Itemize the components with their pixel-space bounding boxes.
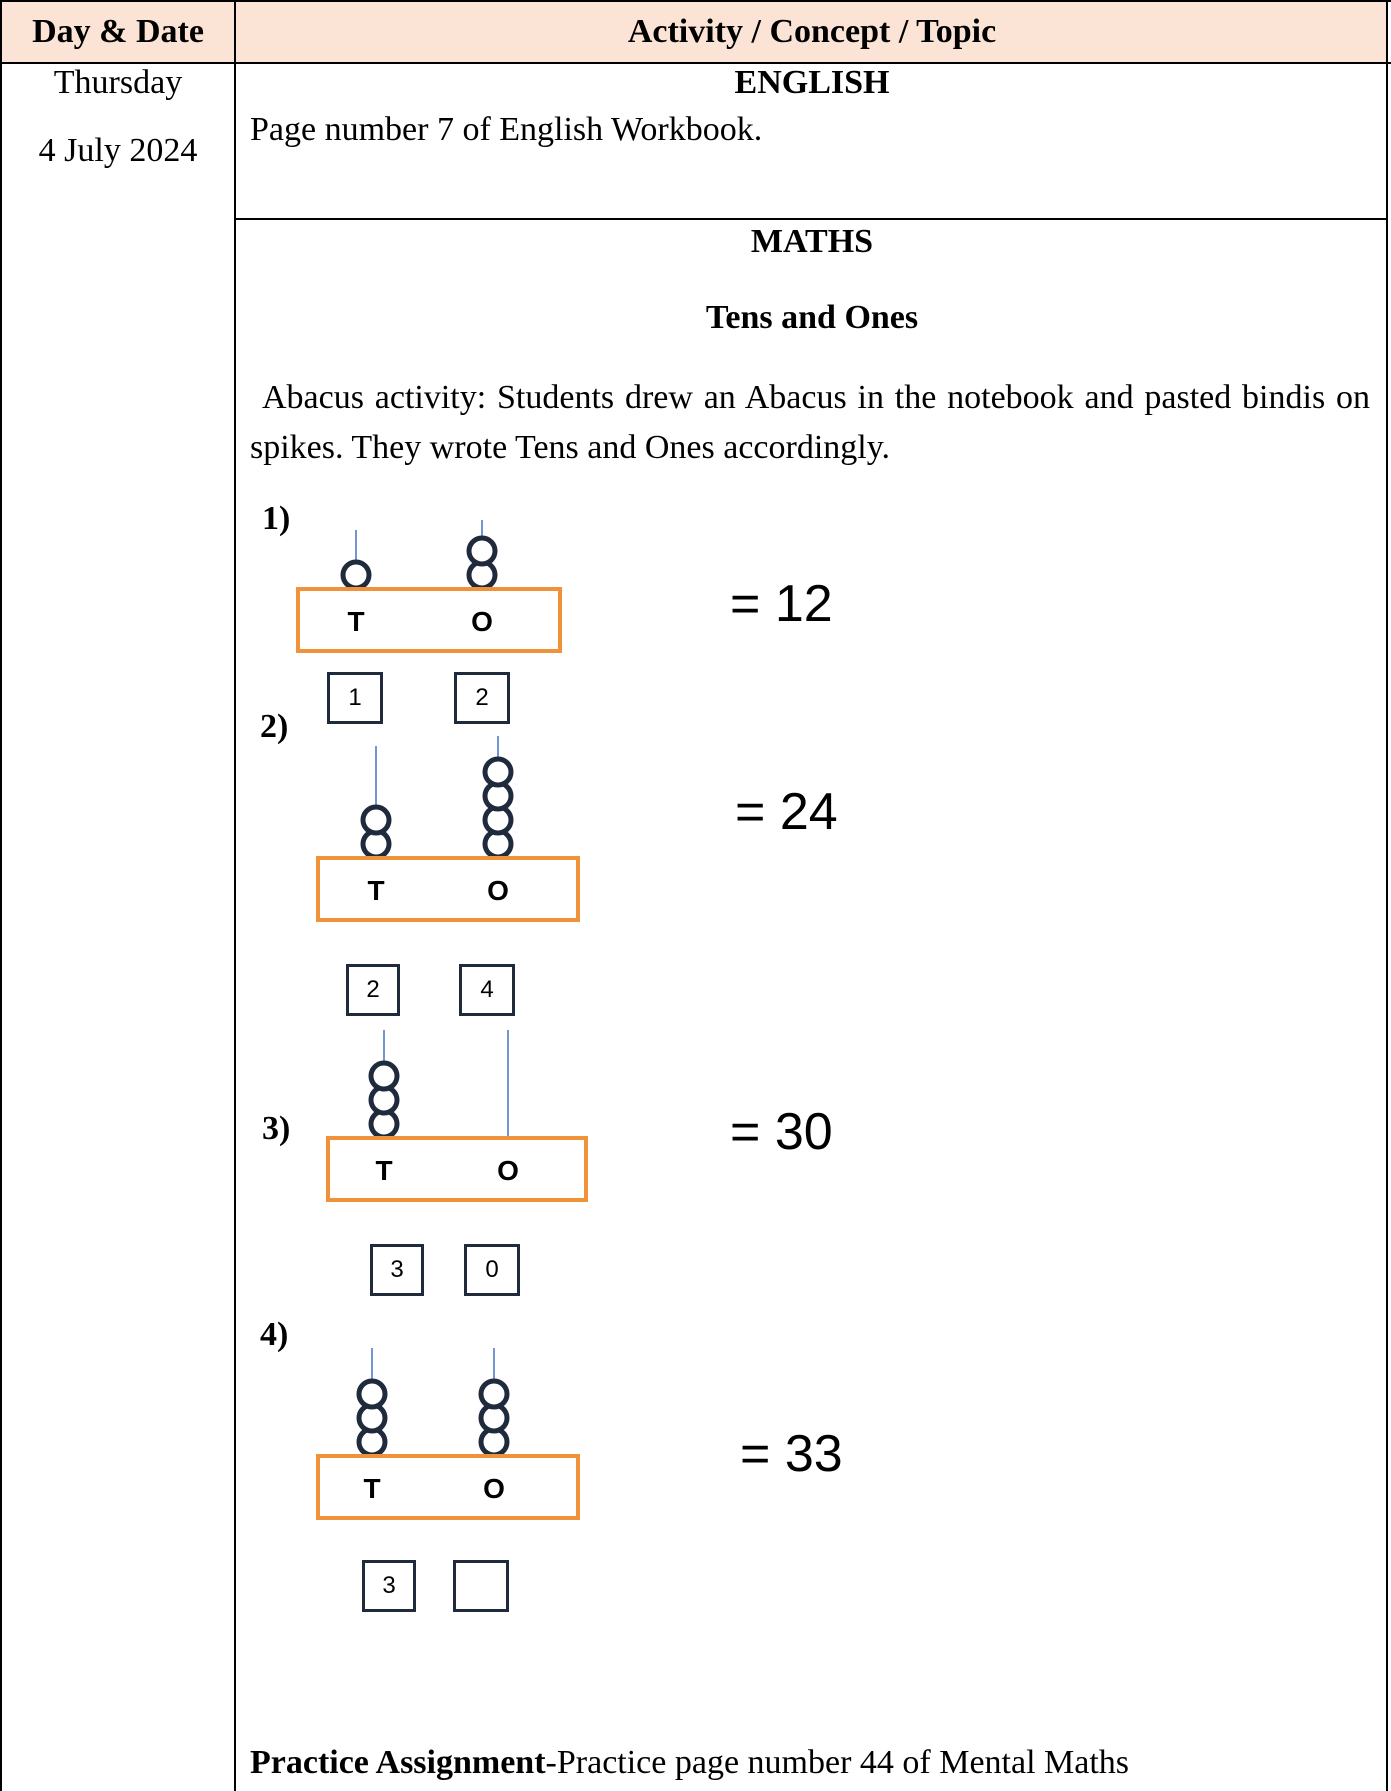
item-4-tens-bead [359, 1381, 385, 1407]
item-1-ones-bead [469, 538, 495, 564]
item-4-ones-label: O [483, 1473, 505, 1504]
item-2-ones-bead [485, 759, 511, 785]
item-1-abacus-frame [298, 589, 560, 651]
practice-assignment-label: Practice Assignment [250, 1744, 546, 1781]
item-3-abacus-frame [328, 1138, 586, 1200]
item-3-ones-label: O [497, 1155, 519, 1186]
item-3-tens-label: T [375, 1155, 392, 1186]
item-1-ones-label: O [471, 606, 493, 637]
item-4-ones-bead [481, 1381, 507, 1407]
item-1-tens-bead [343, 562, 369, 588]
item-2-tens-bead [363, 807, 389, 833]
item-3-tens-bead [371, 1063, 397, 1089]
item-4-abacus-frame [318, 1456, 578, 1518]
item-1-tens-label: T [347, 606, 364, 637]
practice-assignment-text: -Practice page number 44 of Mental Maths [546, 1744, 1129, 1781]
item-4-tens-label: T [363, 1473, 380, 1504]
item-2-abacus-frame [318, 858, 578, 920]
practice-assignment: Practice Assignment-Practice page number… [250, 1744, 1129, 1782]
item-2-tens-label: T [367, 875, 384, 906]
item-2-ones-label: O [487, 875, 509, 906]
